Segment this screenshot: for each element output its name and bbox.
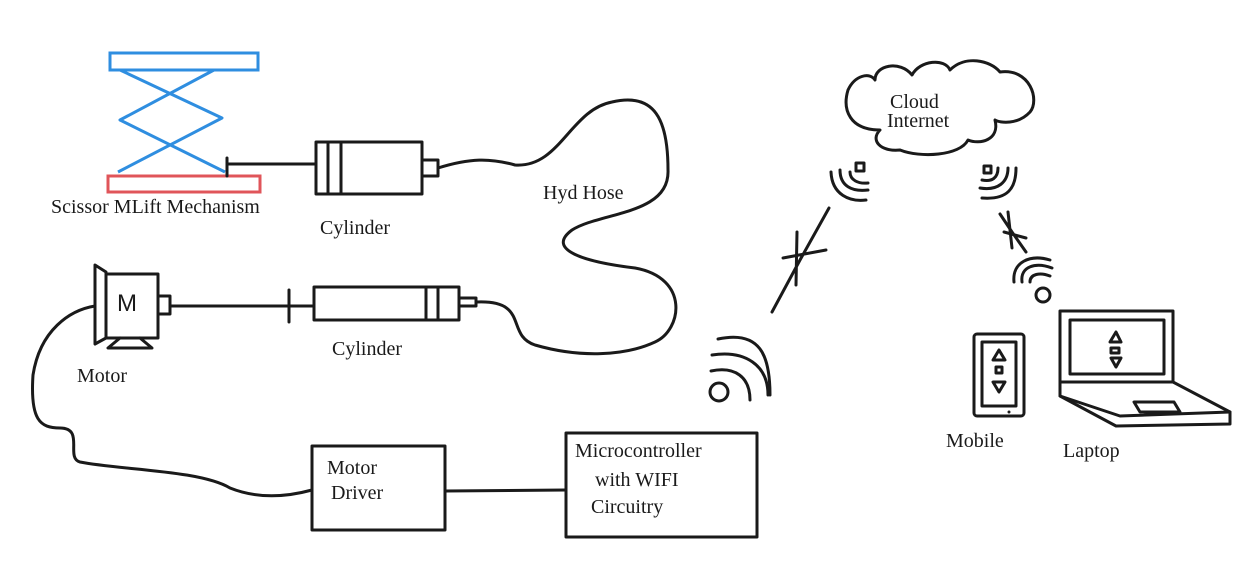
mcu-label-1: Microcontroller <box>575 440 702 462</box>
hydraulic-hose <box>436 98 678 356</box>
mcu-cloud-link <box>770 206 831 314</box>
scissor-arms <box>117 68 226 174</box>
microcontroller-box <box>564 431 759 539</box>
cloud-wifi-right-icon <box>978 164 1018 200</box>
cloud-label-1: Cloud <box>890 91 939 113</box>
motor-driver-box <box>310 444 447 532</box>
laptop-icon <box>1058 309 1232 428</box>
laptop-label: Laptop <box>1063 440 1120 462</box>
mcu-label-3: Circuitry <box>591 496 664 518</box>
cylinder-top <box>225 140 440 196</box>
cloud-shape <box>844 59 1036 157</box>
cloud-wifi-left-icon <box>829 161 870 202</box>
motor-wire <box>30 304 314 498</box>
cylinder-top-label: Cylinder <box>320 217 390 239</box>
motor <box>93 263 172 350</box>
cloud-label-2: Internet <box>887 110 950 132</box>
motor-driver-label-1: Motor <box>327 457 377 479</box>
mobile-label: Mobile <box>946 430 1004 452</box>
scissor-lift <box>106 51 262 194</box>
cylinder-bottom <box>168 285 478 324</box>
hyd-hose-label: Hyd Hose <box>543 182 624 204</box>
mobile-phone-icon <box>972 332 1026 418</box>
mcu-label-2: with WIFI <box>595 469 679 491</box>
motor-symbol: M <box>117 290 137 317</box>
cloud-device-link <box>998 210 1028 254</box>
device-wifi-icon <box>1012 256 1054 304</box>
scissor-lift-label: Scissor MLift Mechanism <box>51 196 260 218</box>
motor-label: Motor <box>77 365 127 387</box>
motor-driver-label-2: Driver <box>331 482 384 504</box>
driver-mcu-wire <box>443 488 568 493</box>
lift-platform <box>108 51 260 72</box>
cylinder-bottom-label: Cylinder <box>332 338 402 360</box>
mcu-wifi-icon <box>708 335 772 403</box>
lift-base <box>106 174 262 194</box>
